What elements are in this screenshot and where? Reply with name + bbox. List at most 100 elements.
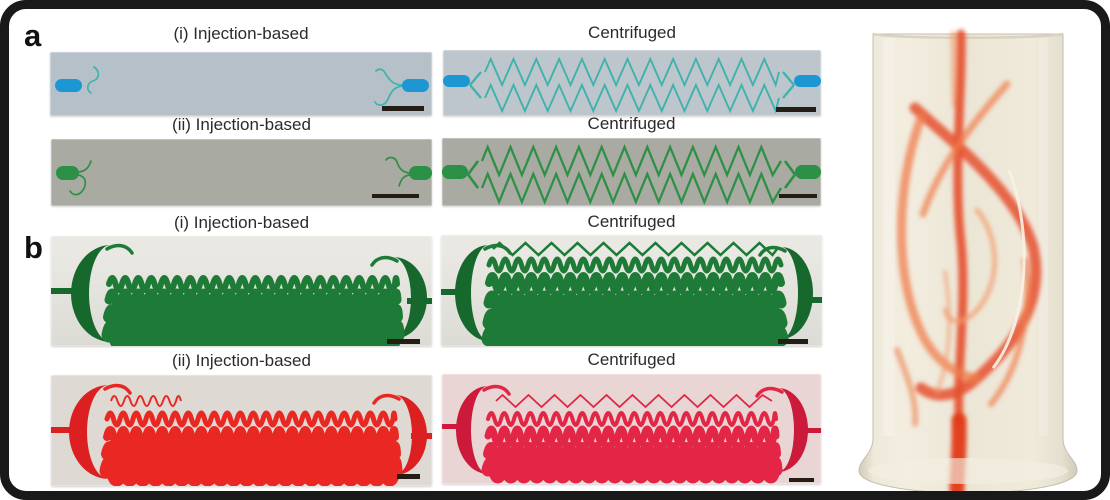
inlet-stub [441,289,457,295]
channel-connector [466,160,797,189]
inlet-stub [51,427,73,433]
inlet-stub [442,424,460,429]
partial-channel-squiggle [374,85,403,106]
partial-channel-squiggle [375,68,403,86]
panel-b-ii-centrifuged-drawing [442,384,821,484]
title-a-ii-injection: (ii) Injection-based [172,115,311,134]
scale-bar [382,106,424,111]
manifold-hook [105,243,399,267]
inlet-port [443,75,470,87]
manifold-left [71,245,111,342]
vascular-channel [919,80,1011,218]
inlet-port [795,165,821,179]
title-b-ii-centrifuged: Centrifuged [587,350,676,369]
panel-b-i-centrifuged [441,235,822,346]
scale-bar [387,339,420,344]
vascular-channel [988,257,1031,407]
vascular-channel [896,113,980,383]
manifold-left [69,385,109,479]
partial-channel-squiggle [398,174,410,187]
panel-b-ii-centrifuged [442,374,821,484]
panel-b-i-injection [51,236,432,346]
partial-channel-squiggle [69,174,87,196]
partial-channel-squiggle [78,160,92,173]
inlet-port [56,166,79,180]
inlet-port [442,165,468,179]
serpentine-channel [480,143,782,179]
serpentine-row [99,455,403,486]
serpentine-row [485,272,785,294]
cylinder-base-highlight [868,458,1068,484]
title-a-i-injection: (i) Injection-based [173,24,309,43]
serpentine-row [486,256,784,274]
vascular-channel [894,347,919,427]
title-b-ii-injection: (ii) Injection-based [172,351,311,370]
cylinder-drawing [858,29,1078,491]
panel-a-i-injection-drawing [55,66,429,111]
panel-b-i-injection-drawing [51,243,432,346]
manifold-hook [103,383,401,405]
hydrogel-cylinder-photo [857,22,1079,491]
panel-b-i-centrifuged-drawing [441,241,822,346]
serpentine-row [101,319,405,346]
serpentine-row [481,324,789,346]
vascular-channel [909,102,1042,401]
inlet-port [794,75,821,87]
partial-channel-squiggle [385,156,410,174]
serpentine-row [481,456,783,484]
scale-bar [776,107,816,112]
inlet-port [55,79,82,92]
section-label-a: a [24,18,42,53]
inlet-stub [51,288,77,294]
thin-serpentine-row [492,241,778,257]
scale-bar [372,194,419,198]
panel-b-ii-injection [51,375,432,486]
panel-a-ii-injection [51,139,432,206]
manifold-right [778,388,808,472]
scale-bar [789,478,814,482]
clear-channel [991,169,1026,369]
title-a-ii-centrifuged: Centrifuged [587,114,676,133]
serpentine-row [483,290,787,316]
panel-a-ii-centrifuged [442,138,821,206]
panel-b-ii-injection-drawing [51,383,432,486]
panel-a-i-centrifuged [443,50,821,116]
vascular-channel [953,29,968,427]
serpentine-row [104,288,402,312]
partial-channel-squiggle [87,66,100,94]
section-label-b: b [24,230,43,265]
panel-a-i-injection [50,52,432,116]
title-a-i-centrifuged: Centrifuged [588,23,676,42]
vascular-channel [935,270,952,394]
thin-serpentine-row [495,393,773,409]
serpentine-row [103,426,399,448]
panel-a-ii-injection-drawing [56,156,432,198]
manifold-right [395,395,427,475]
serpentine-channel [480,170,782,206]
serpentine-row [484,425,780,447]
manifold-right [781,247,813,339]
panel-a-ii-centrifuged-drawing [442,143,821,206]
channel-connector [469,71,795,99]
vascular-channel [942,207,997,324]
serpentine-row [104,410,398,428]
scale-bar [397,474,420,479]
scale-bar [779,194,817,198]
serpentine-row [106,275,400,293]
manifold-left [455,245,489,341]
title-b-i-injection: (i) Injection-based [173,213,310,232]
inlet-port [409,166,432,180]
cylinder-top-rim [872,32,1064,39]
serpentine-row [486,411,778,427]
serpentine-channel [484,56,780,88]
title-b-i-centrifuged: Centrifuged [587,212,676,231]
inlet-port [402,79,429,92]
serpentine-channel [484,82,780,114]
inlet-stub [798,428,821,433]
scale-bar [778,339,808,344]
panel-a-i-centrifuged-drawing [443,56,821,114]
manifold-hook [482,384,784,398]
vascular-channel [950,31,958,109]
manifold-right [393,257,427,339]
